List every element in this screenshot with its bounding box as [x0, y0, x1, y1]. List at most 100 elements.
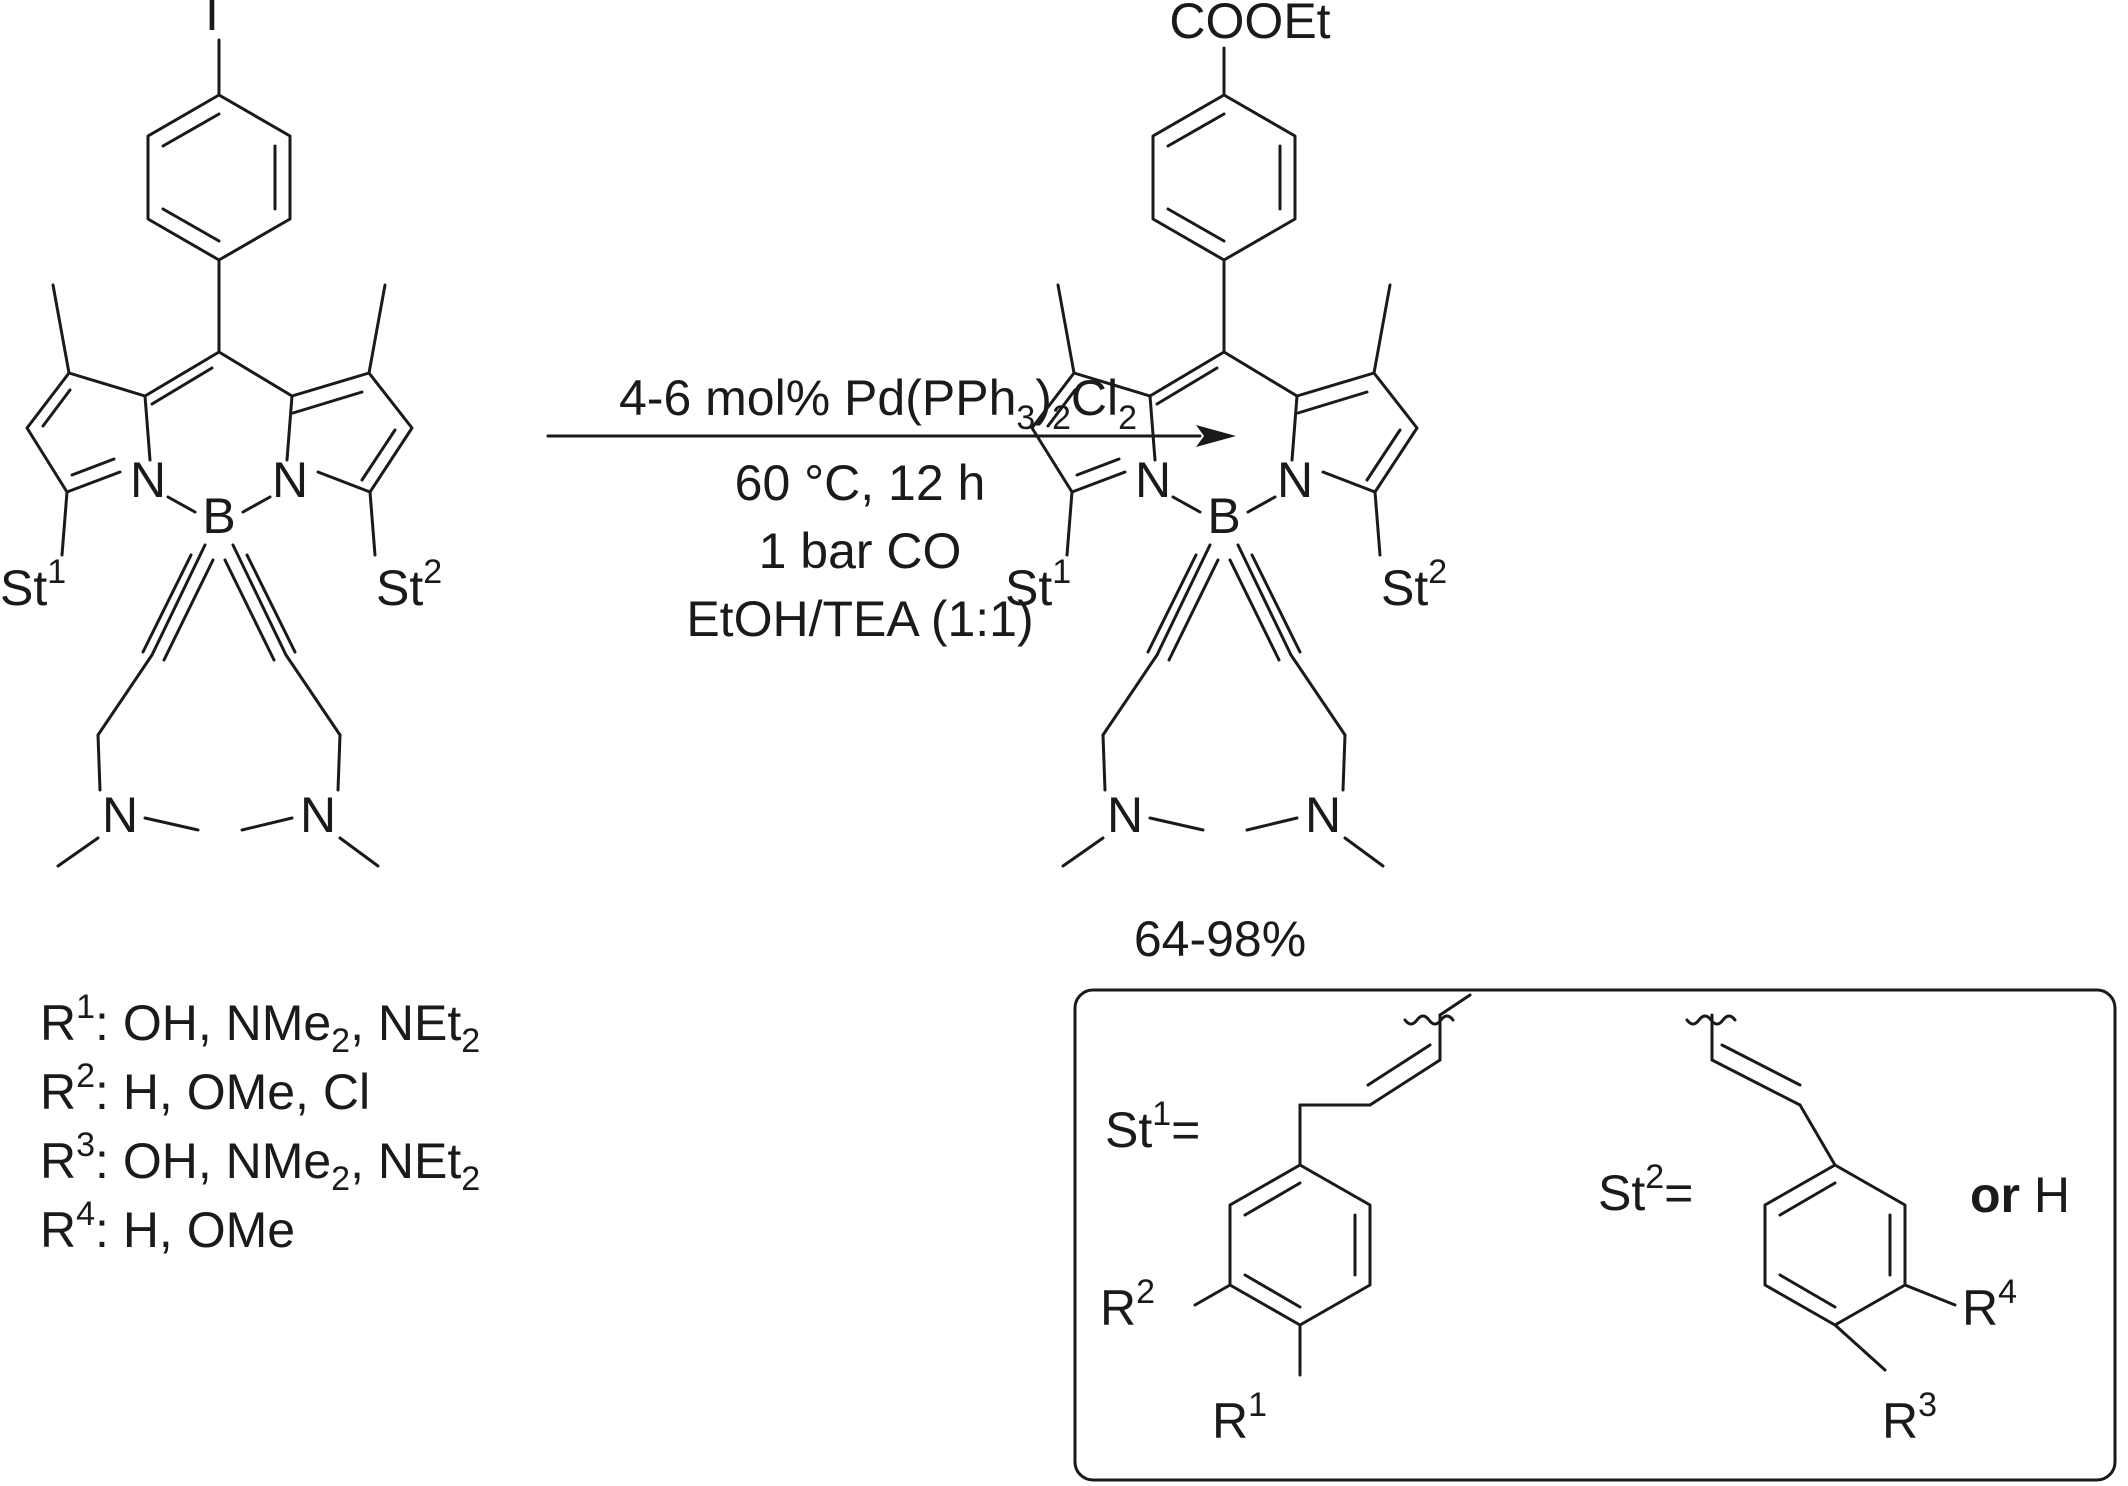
alkyne-right [1250, 553, 1302, 654]
meso-right-bond [217, 350, 294, 398]
or-h-label: or H [1970, 1167, 2070, 1223]
amine-n-left: N [1107, 787, 1143, 843]
left-pyrrole [25, 371, 147, 494]
right-pyrrole [290, 371, 414, 494]
right-pyrrole [1295, 371, 1419, 494]
ch2-n-right [1341, 733, 1347, 792]
r1-label: R1 [1212, 1386, 1267, 1449]
phenyl-ring [1151, 93, 1297, 262]
r2-definition: R2: H, OMe, Cl [40, 1057, 370, 1120]
right-pyrrole-bond [1290, 394, 1299, 462]
propargyl-left [1101, 653, 1159, 737]
st2-aryl-ring [1763, 1163, 1907, 1327]
phenyl-double-bond [1166, 207, 1226, 243]
right-pyrrole-bond [316, 470, 372, 494]
st1-definition-label: St1= [1105, 1095, 1200, 1158]
n-b-bond [166, 495, 197, 514]
right-pyrrole-double [360, 428, 397, 482]
nitrogen-right: N [1277, 452, 1313, 508]
meso-right-bond [1222, 350, 1299, 398]
arrow-head [1196, 425, 1236, 447]
right-methyl [1372, 283, 1392, 375]
left-pyrrole-bond [143, 394, 152, 462]
phenyl-double-bond [161, 112, 221, 148]
ester-label: COOEt [1169, 0, 1330, 49]
nitrogen-left: N [1135, 452, 1171, 508]
amine-n-left: N [102, 787, 138, 843]
left-imine-double [1075, 457, 1121, 477]
n-methyl [1148, 816, 1205, 832]
nitrogen-right: N [272, 452, 308, 508]
r4-label: R4 [1962, 1273, 2017, 1336]
attachment-bond [1438, 993, 1472, 1017]
st1-aryl-ring [1228, 1163, 1372, 1327]
st1-label: St1 [0, 553, 66, 616]
amine-n-right: N [300, 787, 336, 843]
alkyne-left [162, 558, 215, 662]
vinyl-double [1710, 1058, 1802, 1107]
ring-double [1243, 1181, 1302, 1217]
phenyl-double-bond [161, 207, 221, 243]
n-b-bond [1246, 495, 1277, 514]
left-imine-double [70, 457, 116, 477]
nitrogen-left: N [130, 452, 166, 508]
alkyne-left [1167, 558, 1220, 662]
n-methyl [56, 836, 100, 868]
amine-n-right: N [1305, 787, 1341, 843]
alkyne-right [223, 558, 276, 662]
solvent-label: EtOH/TEA (1:1) [686, 591, 1033, 647]
alkyne-right [1236, 543, 1293, 657]
ch2-n-right [336, 733, 342, 792]
alkyne-right [231, 543, 288, 657]
alkyne-right [245, 553, 297, 654]
r3-definition: R3: OH, NMe2, NEt2 [40, 1126, 480, 1198]
meso-left-double [150, 366, 214, 406]
r2-label: R2 [1100, 1273, 1155, 1336]
boron: B [1207, 488, 1240, 544]
alkyne-left [1146, 553, 1198, 654]
left-imine-bond [65, 470, 122, 494]
vinyl-double [1368, 1058, 1442, 1107]
n-methyl [240, 816, 294, 832]
left-pyrrole [1030, 371, 1152, 494]
n-methyl [1343, 836, 1385, 868]
left-pyrrole-double [41, 388, 72, 428]
meso-left-double [1155, 366, 1219, 406]
right-methyl [367, 283, 387, 375]
r3-bond [1833, 1323, 1887, 1372]
yield-label: 64-98% [1134, 911, 1306, 967]
styryl-bond [1798, 1103, 1837, 1167]
st1-label: St1 [1005, 553, 1071, 616]
left-st-bond [1065, 490, 1074, 557]
reaction-arrow-group: 4-6 mol% Pd(PPh3)2Cl2 60 °C, 12 h 1 bar … [546, 370, 1236, 647]
right-pyrrole-bond [1321, 470, 1377, 494]
left-st-bond [60, 490, 69, 557]
n-methyl [143, 816, 200, 832]
ring-double [1778, 1181, 1837, 1217]
phenyl-ring [146, 93, 292, 262]
alkyne-left [1155, 543, 1212, 657]
st2-definition-label: St2= [1598, 1158, 1693, 1221]
left-pyrrole-double [1046, 388, 1077, 428]
legend-frame [1073, 988, 2117, 1482]
n-b-bond [1171, 495, 1202, 514]
ring-double [1243, 1273, 1302, 1309]
n-methyl [1061, 836, 1105, 868]
right-pyrrole-bond [285, 394, 294, 462]
meso-left-bond [143, 350, 221, 398]
st2-label: St2 [376, 553, 442, 616]
alkyne-left [150, 543, 207, 657]
temperature-time-label: 60 °C, 12 h [735, 455, 986, 511]
left-pyrrole-bond [1148, 394, 1157, 462]
right-pyrrole-double [1365, 428, 1402, 482]
product: COOEt N N B St1 St2 [1005, 0, 1447, 967]
iodine-label: I [205, 0, 219, 41]
vinyl-double [1720, 1043, 1802, 1087]
left-methyl [1056, 283, 1076, 375]
phenyl-double-bond [1166, 112, 1226, 148]
styryl-legend-box: St1= R2 R1 St2= R4 R3 or H [1073, 988, 2117, 1482]
catalyst-label: 4-6 mol% Pd(PPh3)2Cl2 [619, 370, 1137, 437]
r4-definition: R4: H, OMe [40, 1195, 295, 1258]
ch2-n-left [96, 733, 102, 792]
r1-definition: R1: OH, NMe2, NEt2 [40, 988, 480, 1060]
